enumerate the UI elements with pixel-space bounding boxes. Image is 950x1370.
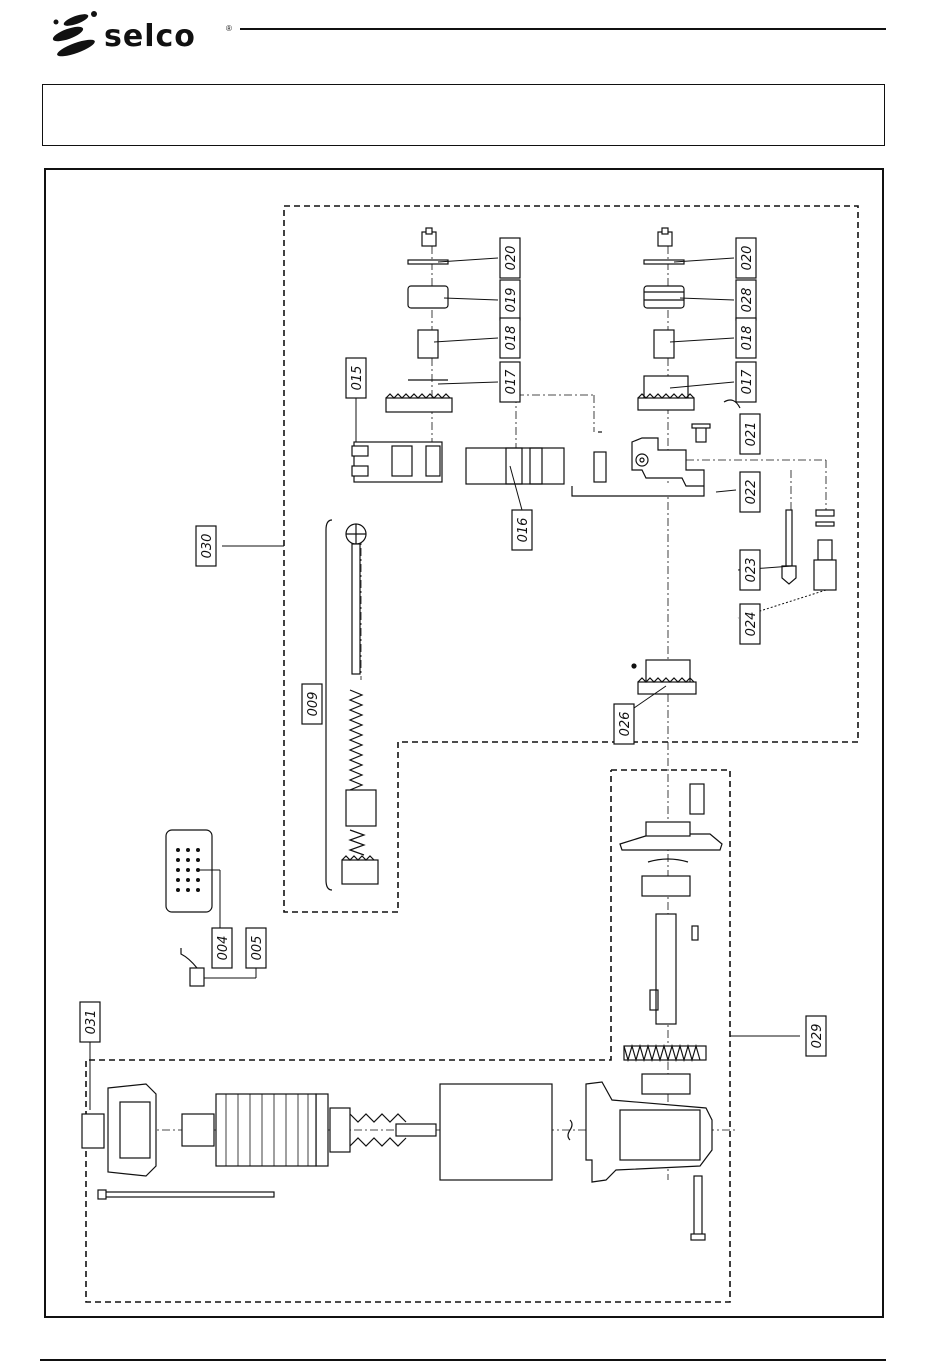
part-016-shape xyxy=(466,448,564,484)
parts-023-024 xyxy=(782,510,836,590)
parts-004-005 xyxy=(166,830,212,986)
label-020-right: 020 xyxy=(740,246,755,271)
label-030: 030 xyxy=(200,534,215,559)
header-box xyxy=(42,84,885,146)
registered-mark: ® xyxy=(226,24,232,33)
label-017-right: 017 xyxy=(740,369,755,395)
exploded-diagram-frame: 020 019 018 017 015 016 030 020 xyxy=(44,168,884,1318)
top-rule xyxy=(240,28,886,30)
logo-swoosh-icon xyxy=(46,8,106,60)
label-016: 016 xyxy=(516,518,531,543)
brand-name: selco xyxy=(104,22,196,52)
label-018-left: 018 xyxy=(504,326,519,351)
bottom-rule xyxy=(40,1359,886,1361)
label-031: 031 xyxy=(84,1010,99,1035)
label-024: 024 xyxy=(744,612,759,637)
label-022: 022 xyxy=(744,480,759,505)
label-029: 029 xyxy=(810,1024,825,1049)
label-028: 028 xyxy=(740,288,755,313)
label-023: 023 xyxy=(744,558,759,583)
label-005: 005 xyxy=(250,936,265,961)
right-stack-parts xyxy=(572,228,740,496)
label-018-right: 018 xyxy=(740,326,755,351)
label-019: 019 xyxy=(504,288,519,313)
label-004: 004 xyxy=(216,936,231,961)
label-015: 015 xyxy=(350,366,365,391)
exploded-diagram: 020 019 018 017 015 016 030 020 xyxy=(46,170,882,1316)
label-017-left: 017 xyxy=(504,369,519,395)
gear-026-shape xyxy=(632,660,696,694)
assembly-axes xyxy=(146,230,826,1180)
shaft-009-shape xyxy=(326,520,378,890)
label-009: 009 xyxy=(306,692,321,717)
label-026: 026 xyxy=(618,712,633,737)
label-021: 021 xyxy=(744,422,759,447)
left-stack-parts xyxy=(352,228,452,482)
part-labels: 020 019 018 017 015 016 030 020 xyxy=(80,238,826,1056)
label-020-left: 020 xyxy=(504,246,519,271)
